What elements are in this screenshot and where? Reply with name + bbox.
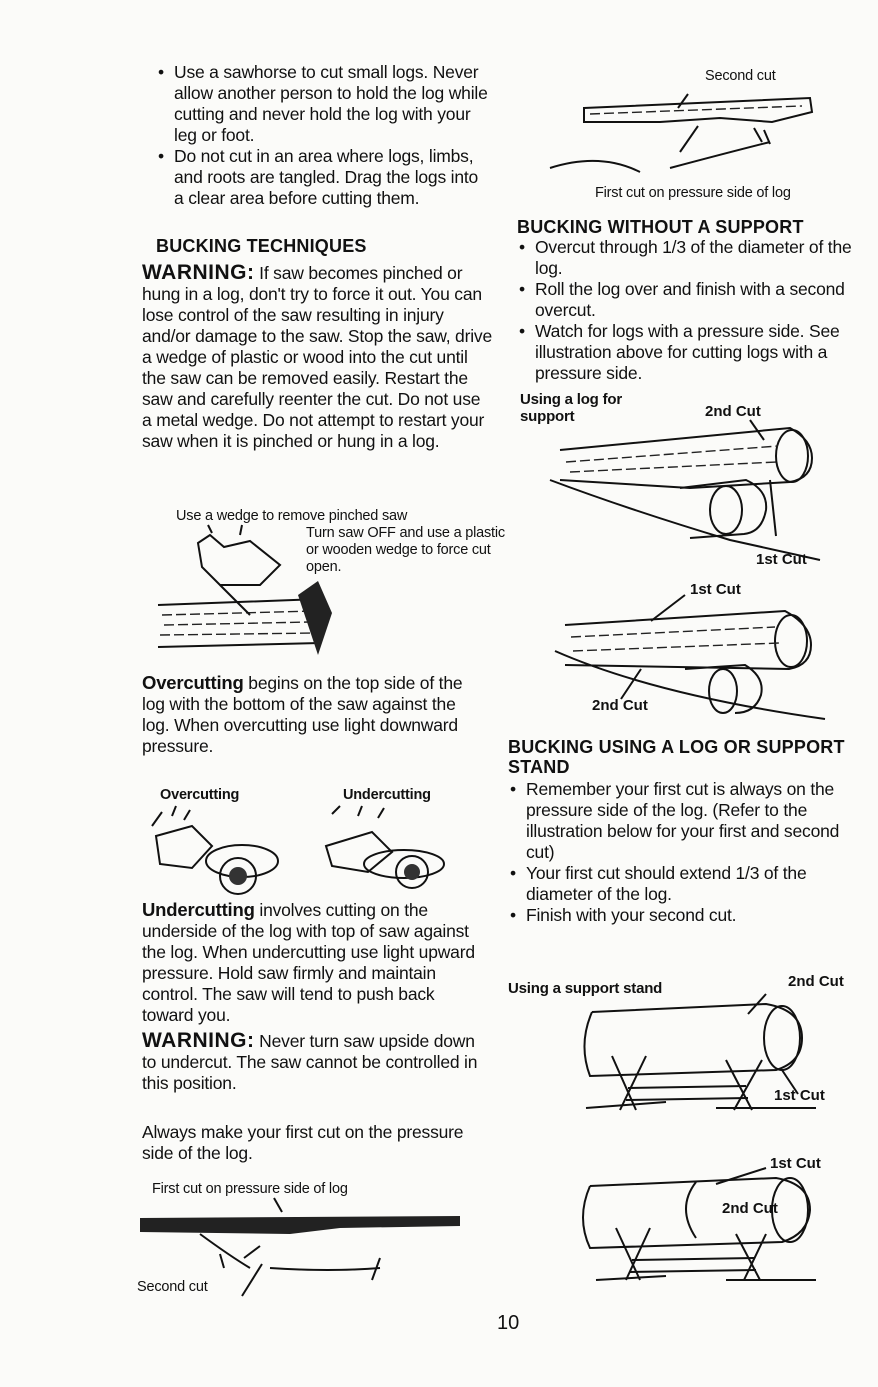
using-log-label: Using a log for support	[520, 391, 623, 425]
fig-second-cut-caption: Second cut	[137, 1279, 208, 1295]
overcutting-text: begins on the top side of the log with t…	[142, 673, 463, 756]
overcutting-illustration	[151, 805, 279, 895]
stand-illustration-2	[582, 1167, 816, 1281]
bullet-roll: Roll the log over and finish with a seco…	[517, 279, 857, 321]
warning-text: Never turn saw upside down to undercut. …	[142, 1031, 478, 1093]
cut-label-2nd-b: 2nd Cut	[592, 697, 648, 714]
support-stand-bullets: Remember your first cut is always on the…	[508, 779, 858, 926]
bullet-remember: Remember your first cut is always on the…	[508, 779, 858, 863]
undercutting-term: Undercutting	[142, 899, 255, 920]
support-stand-label: Using a support stand	[508, 980, 663, 997]
always-first-cut-text: Always make your first cut on the pressu…	[142, 1122, 464, 1163]
cut-label-1st-d: 1st Cut	[770, 1155, 821, 1172]
bucking-support-stand-heading: BUCKING USING A LOG OR SUPPORT STAND	[508, 737, 845, 777]
fig-undercutting-label: Undercutting	[343, 787, 431, 803]
bullet-text: Your first cut should extend 1/3 of the …	[526, 863, 807, 904]
undercutting-illustration	[324, 805, 445, 889]
cut-label-2nd-d: 2nd Cut	[722, 1200, 778, 1217]
stand-illustration-1	[583, 993, 816, 1111]
cut-label-2nd-c: 2nd Cut	[788, 973, 844, 990]
log-support-illustration-1	[549, 419, 821, 561]
bullet-tangled: Do not cut in an area where logs, limbs,…	[156, 146, 488, 209]
wedge-caption: Use a wedge to remove pinched saw	[176, 508, 408, 524]
bullet-text: Finish with your second cut.	[526, 905, 737, 925]
cut-label-1st-c: 1st Cut	[774, 1087, 825, 1104]
fig-overcutting-label: Overcutting	[160, 787, 240, 803]
overcutting-paragraph: Overcutting begins on the top side of th…	[142, 672, 482, 757]
log-support-illustration-2	[554, 594, 826, 720]
fig-first-cut-caption-right: First cut on pressure side of log	[595, 185, 791, 201]
cut-label-1st-a: 1st Cut	[756, 551, 807, 568]
page-number: 10	[497, 1312, 520, 1334]
wedge-illustration	[157, 524, 332, 655]
warning-upside-down: WARNING: Never turn saw upside down to u…	[142, 1030, 482, 1094]
pressure-log-illustration-right	[549, 93, 814, 173]
bullet-overcut: Overcut through 1/3 of the diameter of t…	[517, 237, 857, 279]
warning-pinched: WARNING: If saw becomes pinched or hung …	[142, 262, 492, 452]
bullet-pressure-side: Watch for logs with a pressure side. See…	[517, 321, 857, 384]
overcutting-term: Overcutting	[142, 672, 244, 693]
bullet-finish: Finish with your second cut.	[508, 905, 858, 926]
cut-label-1st-b: 1st Cut	[690, 581, 741, 598]
bucking-techniques-heading: BUCKING TECHNIQUES	[156, 236, 367, 256]
bullet-text: Roll the log over and finish with a seco…	[535, 279, 845, 320]
fig-first-cut-caption: First cut on pressure side of log	[152, 1181, 348, 1197]
bullet-text: Do not cut in an area where logs, limbs,…	[174, 146, 479, 208]
warning-text: If saw becomes pinched or hung in a log,…	[142, 263, 492, 451]
wedge-note: Turn saw OFF and use a plastic or wooden…	[306, 525, 505, 575]
pressure-log-illustration-left	[139, 1197, 461, 1297]
without-support-bullets: Overcut through 1/3 of the diameter of t…	[517, 237, 857, 384]
fig-second-cut-caption-right: Second cut	[705, 68, 776, 84]
bullet-text: Use a sawhorse to cut small logs. Never …	[174, 62, 488, 145]
bucking-without-support-heading: BUCKING WITHOUT A SUPPORT	[517, 217, 804, 237]
bullet-text: Remember your first cut is always on the…	[526, 779, 840, 862]
cut-label-2nd-a: 2nd Cut	[705, 403, 761, 420]
intro-bullets: Use a sawhorse to cut small logs. Never …	[156, 62, 488, 209]
bullet-sawhorse: Use a sawhorse to cut small logs. Never …	[156, 62, 488, 146]
undercutting-paragraph: Undercutting involves cutting on the und…	[142, 899, 482, 1026]
warning-label: WARNING:	[142, 1029, 255, 1052]
bullet-extend: Your first cut should extend 1/3 of the …	[508, 863, 858, 905]
undercutting-text: involves cutting on the underside of the…	[142, 900, 475, 1025]
warning-label: WARNING:	[142, 261, 255, 284]
bullet-text: Overcut through 1/3 of the diameter of t…	[535, 237, 852, 278]
bullet-text: Watch for logs with a pressure side. See…	[535, 321, 840, 383]
